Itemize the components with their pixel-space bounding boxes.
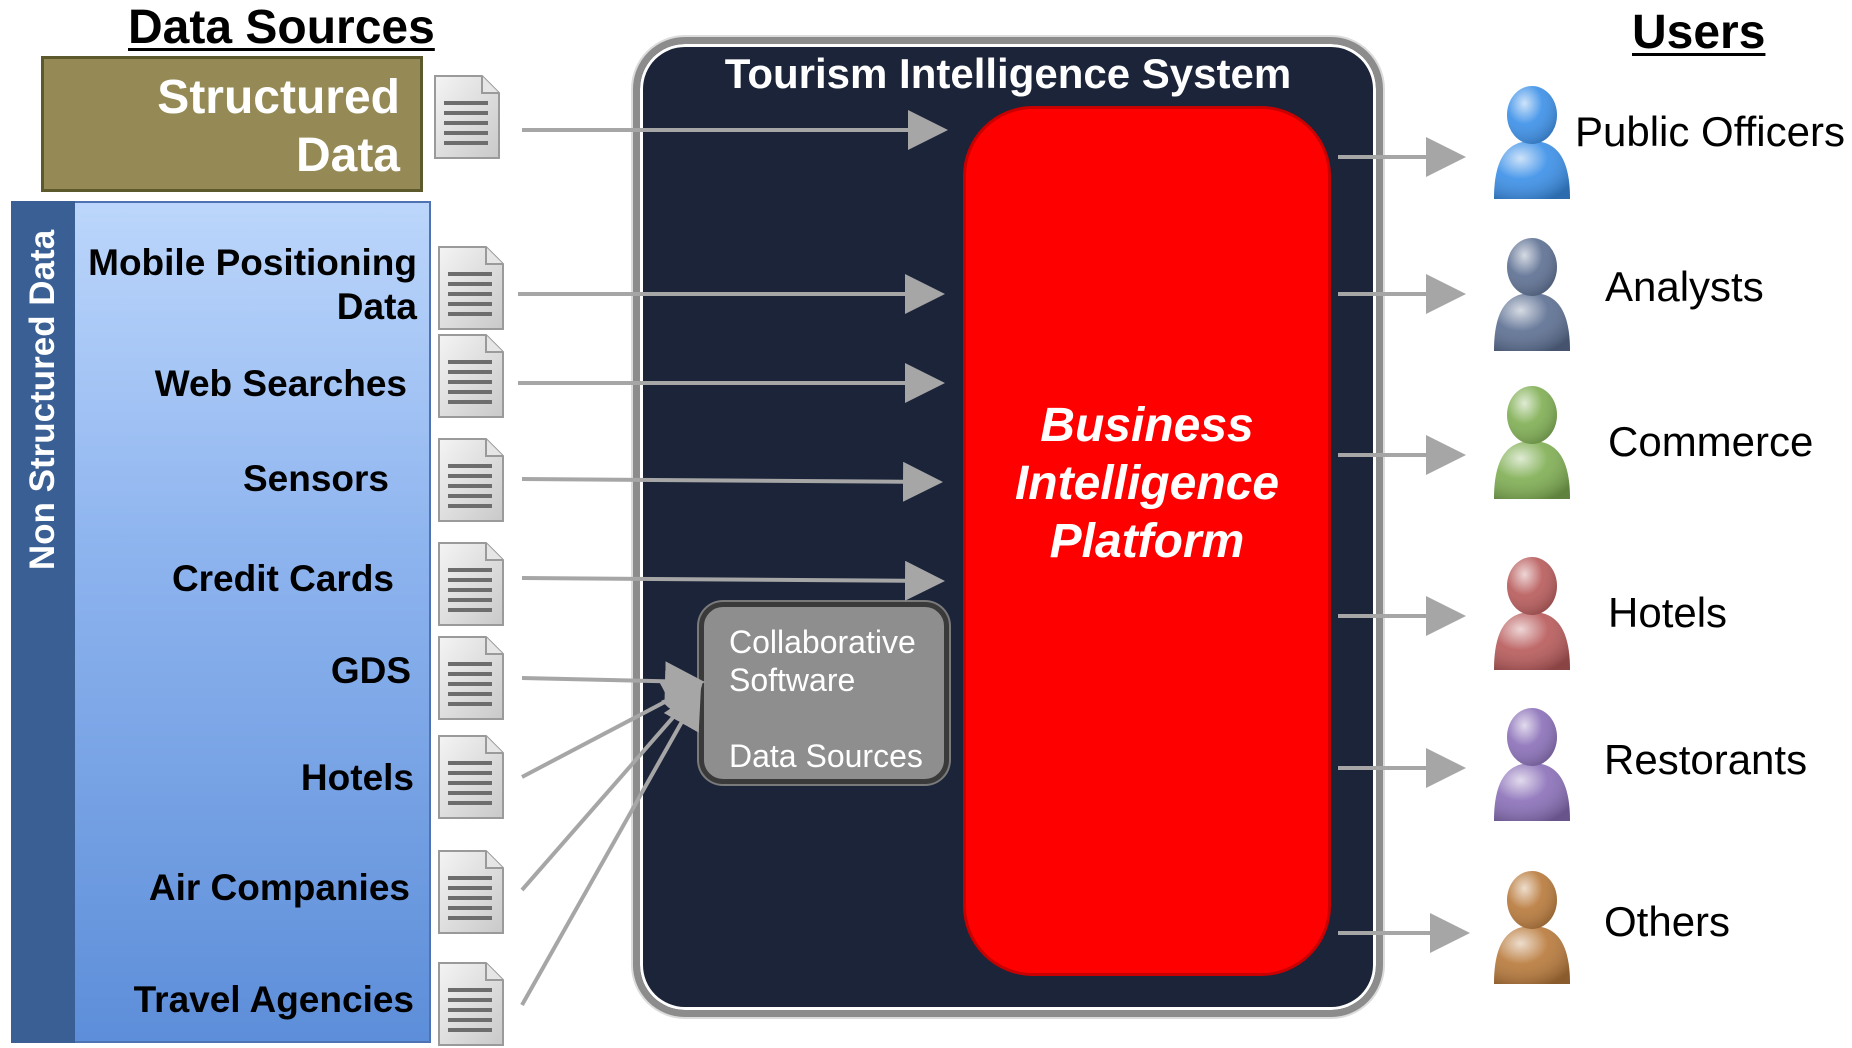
business-intelligence-platform-label: Business Intelligence Platform	[1014, 399, 1280, 568]
arrow-sensors	[521, 461, 943, 502]
user-avatar-analysts	[1490, 235, 1574, 351]
source-credit-cards: Credit Cards	[171, 558, 394, 599]
collaborative-data-sources-label: Data Sources	[729, 738, 923, 774]
collaborative-software-box: Collaborative Software Data Sources	[699, 602, 949, 784]
user-label-others: Others	[1604, 898, 1731, 945]
data-sources-heading: Data Sources	[128, 1, 435, 54]
user-avatar-others	[1490, 868, 1574, 984]
person-icon	[1494, 238, 1570, 351]
user-label-hotels: Hotels	[1608, 589, 1728, 636]
arrow-hotels	[521, 681, 705, 779]
non-structured-panel	[11, 201, 431, 1043]
source-web-searches: Web Searches	[154, 363, 407, 404]
structured-data-box: Structured Data	[41, 56, 423, 192]
arrow-air-companies	[520, 683, 703, 892]
user-avatar-hotels	[1490, 554, 1574, 670]
source-mobile-positioning: Mobile Positioning Data	[88, 242, 417, 327]
user-label-restorants: Restorants	[1604, 736, 1808, 783]
arrow-credit-cards	[521, 560, 945, 601]
non-structured-band	[11, 201, 75, 1043]
user-label-commerce: Commerce	[1608, 418, 1814, 465]
source-hotels: Hotels	[300, 757, 414, 798]
collaborative-label: Collaborative Software	[729, 624, 916, 698]
arrow-travel-agencies	[520, 688, 701, 1006]
user-label-analysts: Analysts	[1605, 263, 1764, 310]
source-sensors: Sensors	[242, 458, 389, 499]
system-title: Tourism Intelligence System	[724, 50, 1292, 97]
person-icon	[1494, 386, 1570, 499]
user-label-public-officers: Public Officers	[1575, 108, 1845, 155]
person-icon	[1494, 871, 1570, 984]
user-avatar-commerce	[1490, 383, 1574, 499]
person-icon	[1494, 708, 1570, 821]
users-heading: Users	[1632, 6, 1766, 59]
source-travel-agencies: Travel Agencies	[133, 979, 414, 1020]
structured-data-label: Structured Data	[157, 71, 400, 182]
person-icon	[1494, 557, 1570, 670]
source-air-companies: Air Companies	[148, 867, 410, 908]
arrow-gds	[521, 661, 705, 702]
business-intelligence-platform	[963, 106, 1331, 976]
person-icon	[1494, 86, 1570, 199]
user-avatar-restorants	[1490, 705, 1574, 821]
source-gds: GDS	[330, 650, 411, 691]
user-avatar-public-officers	[1490, 83, 1574, 199]
